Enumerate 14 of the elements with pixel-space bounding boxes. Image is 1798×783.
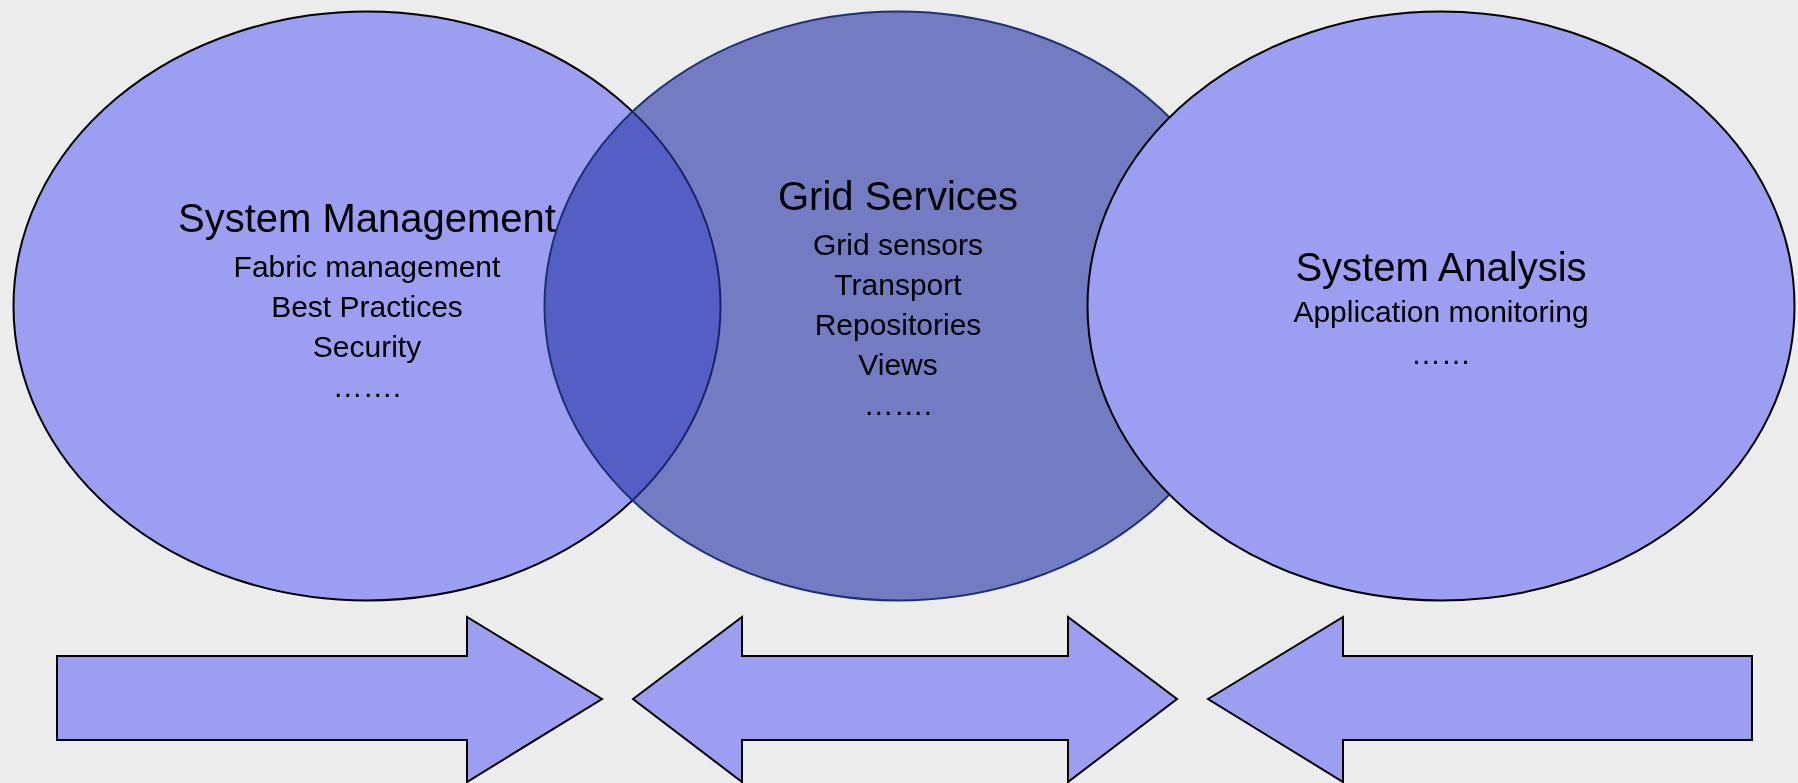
list-item: Best Practices <box>271 292 463 322</box>
ellipse-heading: System Analysis <box>1295 247 1587 287</box>
list-item: Fabric management <box>233 252 501 282</box>
list-item: ……. <box>863 390 933 420</box>
list-item: Transport <box>834 270 962 300</box>
list-item: Grid sensors <box>812 230 984 260</box>
list-item: Application monitoring <box>1293 297 1589 327</box>
list-item: ……. <box>332 372 402 402</box>
list-item: Repositories <box>814 310 982 340</box>
list-item: Views <box>858 350 938 380</box>
ellipse-heading: System Management <box>178 198 556 238</box>
ellipse-heading: Grid Services <box>777 176 1019 216</box>
list-item: …… <box>1411 339 1471 369</box>
list-item: Security <box>312 332 422 362</box>
